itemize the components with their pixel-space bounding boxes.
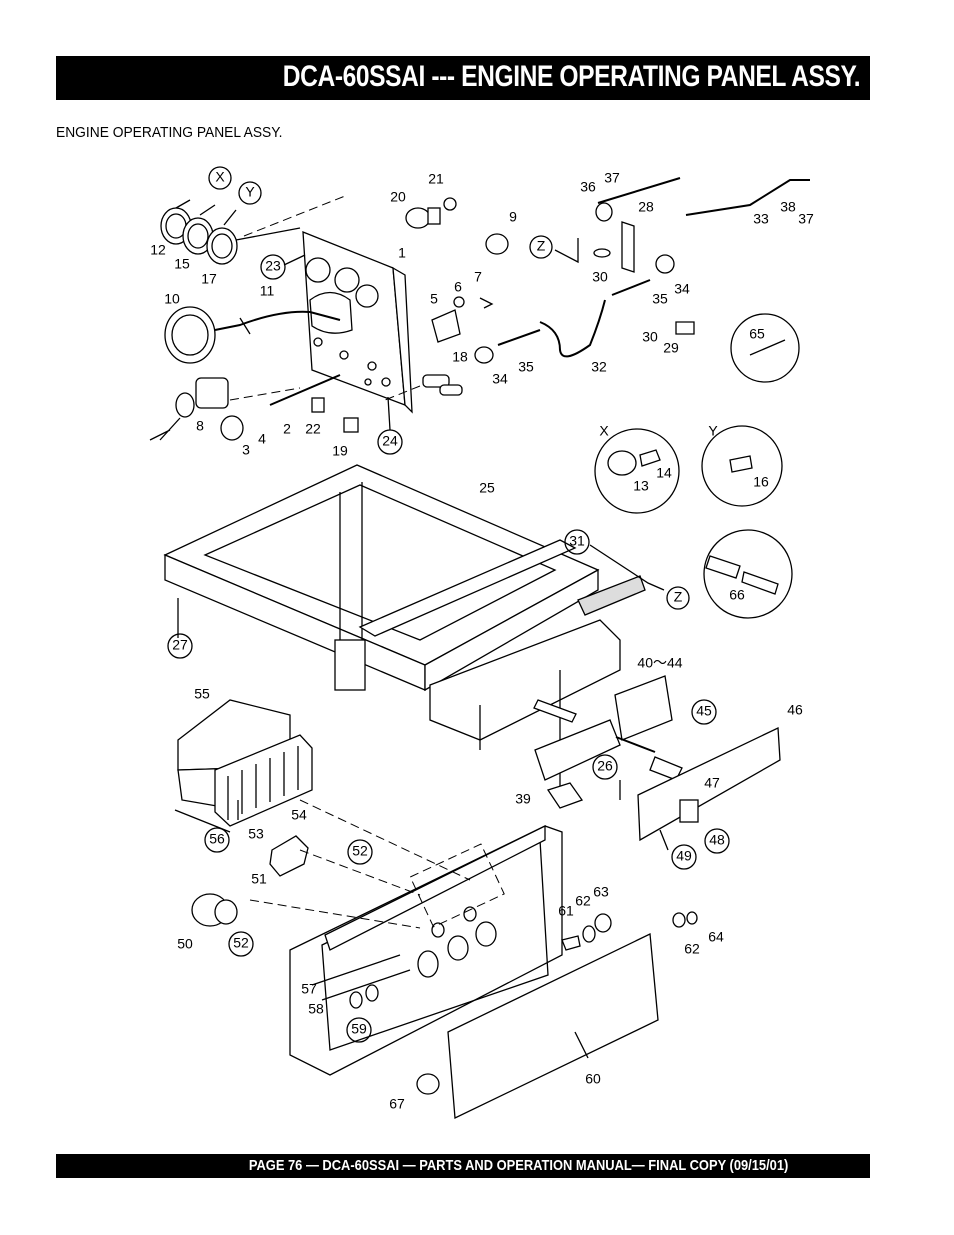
callout-Y2: Y xyxy=(708,423,718,439)
callout-49: 49 xyxy=(676,848,692,864)
callout-38: 38 xyxy=(780,199,796,215)
callout-36: 36 xyxy=(580,179,596,195)
callout-14: 14 xyxy=(656,465,672,481)
callout-X1: X xyxy=(215,169,225,185)
callout-59: 59 xyxy=(351,1021,367,1037)
callout-27: 27 xyxy=(172,637,188,653)
callout-52a: 52 xyxy=(352,843,368,859)
callout-32: 32 xyxy=(591,359,607,375)
callout-62a: 62 xyxy=(575,893,591,909)
callout-39: 39 xyxy=(515,791,531,807)
control-box xyxy=(289,824,563,1076)
key-switch xyxy=(149,377,244,441)
callout-12: 12 xyxy=(150,242,166,258)
callout-9: 9 xyxy=(509,209,517,225)
callout-37a: 37 xyxy=(604,170,620,186)
callout-18: 18 xyxy=(452,349,468,365)
callout-40-44: 40～44 xyxy=(637,655,682,671)
callout-22: 22 xyxy=(305,421,321,437)
callout-8: 8 xyxy=(196,418,204,434)
callout-26: 26 xyxy=(597,758,613,774)
footer-text: PAGE 76 — DCA-60SSAI — PARTS AND OPERATI… xyxy=(248,1157,788,1174)
callout-57: 57 xyxy=(301,981,317,997)
callout-45: 45 xyxy=(696,703,712,719)
callout-35b: 35 xyxy=(652,291,668,307)
callout-19: 19 xyxy=(332,443,348,459)
callout-50: 50 xyxy=(177,936,193,952)
callout-34a: 34 xyxy=(492,371,508,387)
callout-60: 60 xyxy=(585,1071,601,1087)
callout-67: 67 xyxy=(389,1096,405,1112)
frame-assembly xyxy=(163,464,646,809)
callout-23: 23 xyxy=(265,258,281,274)
operating-panel-plate xyxy=(302,231,413,414)
callout-33: 33 xyxy=(753,211,769,227)
callout-37b: 37 xyxy=(798,211,814,227)
callout-11: 11 xyxy=(260,283,275,299)
callout-63: 63 xyxy=(593,884,609,900)
callout-Z2: Z xyxy=(674,589,683,605)
callout-Y1: Y xyxy=(245,184,255,200)
circled-callouts: X Y 23 24 Z 27 31 Z 45 26 48 49 56 52 52… xyxy=(167,166,730,1043)
callout-2: 2 xyxy=(283,421,291,437)
callout-1: 1 xyxy=(398,245,406,261)
section-label: ENGINE OPERATING PANEL ASSY. xyxy=(56,124,283,141)
callout-47: 47 xyxy=(704,775,720,791)
callout-4: 4 xyxy=(258,431,266,447)
callout-31: 31 xyxy=(569,533,585,549)
footer-bar: PAGE 76 — DCA-60SSAI — PARTS AND OPERATI… xyxy=(56,1154,870,1178)
callout-65: 65 xyxy=(749,326,765,342)
callout-34b: 34 xyxy=(674,281,690,297)
gauge-cluster xyxy=(160,207,301,265)
callout-62b: 62 xyxy=(684,941,700,957)
callout-55: 55 xyxy=(194,686,210,702)
callout-13: 13 xyxy=(633,478,649,494)
callout-3: 3 xyxy=(242,442,250,458)
callout-20: 20 xyxy=(390,189,406,205)
callout-25: 25 xyxy=(479,480,495,496)
callout-48: 48 xyxy=(709,832,725,848)
callout-35a: 35 xyxy=(518,359,534,375)
callout-56: 56 xyxy=(209,831,225,847)
callout-5: 5 xyxy=(430,291,438,307)
callout-16: 16 xyxy=(753,474,769,490)
callout-64: 64 xyxy=(708,929,724,945)
callout-58: 58 xyxy=(308,1001,324,1017)
tachometer-assembly xyxy=(164,306,341,364)
callout-29: 29 xyxy=(663,340,679,356)
callout-53: 53 xyxy=(248,826,264,842)
callout-30b: 30 xyxy=(642,329,658,345)
callout-17: 17 xyxy=(201,271,217,287)
callout-28: 28 xyxy=(638,199,654,215)
callout-30a: 30 xyxy=(592,269,608,285)
title-bar: DCA-60SSAI --- ENGINE OPERATING PANEL AS… xyxy=(56,56,870,100)
callout-21: 21 xyxy=(428,171,444,187)
callout-Z1: Z xyxy=(537,238,546,254)
plain-callouts: 12 15 17 10 11 20 21 1 9 5 6 7 18 34 35 … xyxy=(150,170,814,1112)
callout-46: 46 xyxy=(787,702,803,718)
callout-7: 7 xyxy=(474,269,482,285)
callout-66: 66 xyxy=(729,587,745,603)
callout-24: 24 xyxy=(382,433,398,449)
callout-54: 54 xyxy=(291,807,307,823)
callout-51: 51 xyxy=(251,871,267,887)
callout-6: 6 xyxy=(454,279,462,295)
callout-10: 10 xyxy=(164,291,180,307)
callout-15: 15 xyxy=(174,256,190,272)
callout-X2: X xyxy=(599,423,609,439)
page-title: DCA-60SSAI --- ENGINE OPERATING PANEL AS… xyxy=(282,60,861,93)
callout-52b: 52 xyxy=(233,935,249,951)
callout-61: 61 xyxy=(558,903,574,919)
